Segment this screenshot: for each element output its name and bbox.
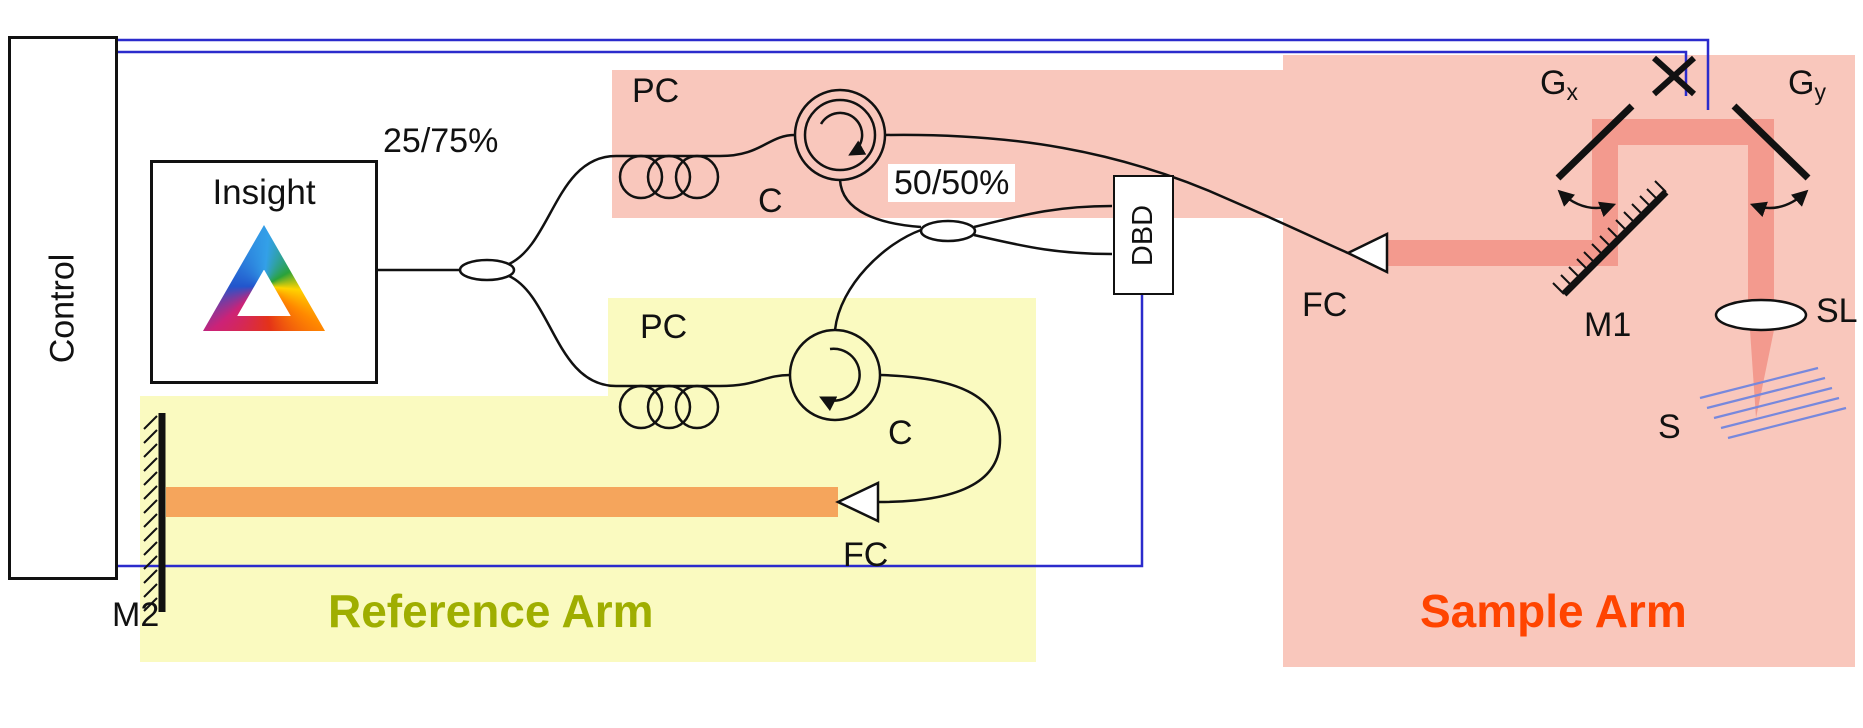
control-label: Control bbox=[43, 253, 82, 363]
fiber-coupler2-dbd-2 bbox=[973, 233, 1113, 256]
sample-label: S bbox=[1658, 408, 1681, 446]
detector-label: DBD bbox=[1127, 204, 1160, 266]
wire-detector bbox=[113, 291, 1144, 568]
reference-arm-region bbox=[140, 396, 1036, 662]
laser-source-label: Insight bbox=[212, 173, 316, 212]
coupler-25-75-icon bbox=[458, 258, 516, 282]
fc-reference-collimator-icon bbox=[835, 481, 880, 523]
galvo-x-mirror-icon bbox=[1555, 103, 1635, 218]
fc-reference-label: FC bbox=[843, 536, 889, 574]
mirror-m1-icon bbox=[1552, 180, 1669, 297]
sample-icon bbox=[1699, 366, 1847, 440]
scanner-pivot-icon bbox=[1651, 55, 1697, 97]
mirror1-label: M1 bbox=[1584, 306, 1632, 344]
insight-logo-hole bbox=[237, 269, 291, 317]
circulator-bottom-label: C bbox=[888, 414, 913, 452]
control-unit: Control bbox=[8, 36, 118, 580]
circulator-top-label: C bbox=[758, 182, 783, 220]
circulator-bottom-icon bbox=[788, 328, 882, 422]
balanced-detector: DBD bbox=[1113, 175, 1174, 295]
wire-galvo-x bbox=[113, 50, 1688, 96]
galvo-y-mirror-icon bbox=[1731, 103, 1811, 218]
fiber-to-pc-top bbox=[508, 133, 796, 266]
sample-beam bbox=[1387, 119, 1774, 418]
fc-sample-collimator-icon bbox=[1345, 232, 1389, 274]
coupler2-ratio-label: 50/50% bbox=[888, 164, 1016, 202]
galvo-y-label: Gy bbox=[1788, 64, 1826, 105]
circulator-top-icon bbox=[793, 88, 887, 182]
pc-bottom-label: PC bbox=[640, 308, 688, 346]
laser-source: Insight bbox=[150, 160, 378, 384]
reference-arm-title: Reference Arm bbox=[328, 585, 654, 637]
reference-beam bbox=[166, 487, 838, 517]
fiber-circ-top-to-coupler2 bbox=[838, 179, 922, 229]
fc-sample-label: FC bbox=[1302, 286, 1348, 324]
scan-lens-label: SL bbox=[1816, 292, 1858, 330]
insight-logo-icon bbox=[203, 225, 325, 331]
pc-top-label: PC bbox=[632, 72, 680, 110]
fiber-to-reference-fc bbox=[878, 373, 1002, 504]
fiber-network bbox=[372, 133, 1349, 504]
control-wires bbox=[113, 38, 1710, 568]
fiber-coupler2-dbd-1 bbox=[973, 204, 1113, 229]
wire-galvo-y bbox=[113, 38, 1710, 110]
pc-top-coils-icon bbox=[618, 154, 720, 200]
fiber-circ-bottom-to-coupler2 bbox=[833, 228, 922, 331]
coupler1-ratio-label: 25/75% bbox=[383, 122, 499, 160]
pc-bottom-coils-icon bbox=[618, 384, 720, 430]
sample-arm-title: Sample Arm bbox=[1420, 585, 1687, 637]
scan-lens-icon bbox=[1714, 298, 1808, 332]
mirror2-label: M2 bbox=[112, 596, 160, 634]
fiber-to-sample-fc bbox=[884, 133, 1349, 255]
galvo-x-label: Gx bbox=[1540, 64, 1578, 105]
fiber-to-pc-bottom bbox=[508, 274, 791, 388]
coupler-50-50-icon bbox=[919, 219, 977, 243]
mirror-m2-icon bbox=[143, 413, 166, 612]
